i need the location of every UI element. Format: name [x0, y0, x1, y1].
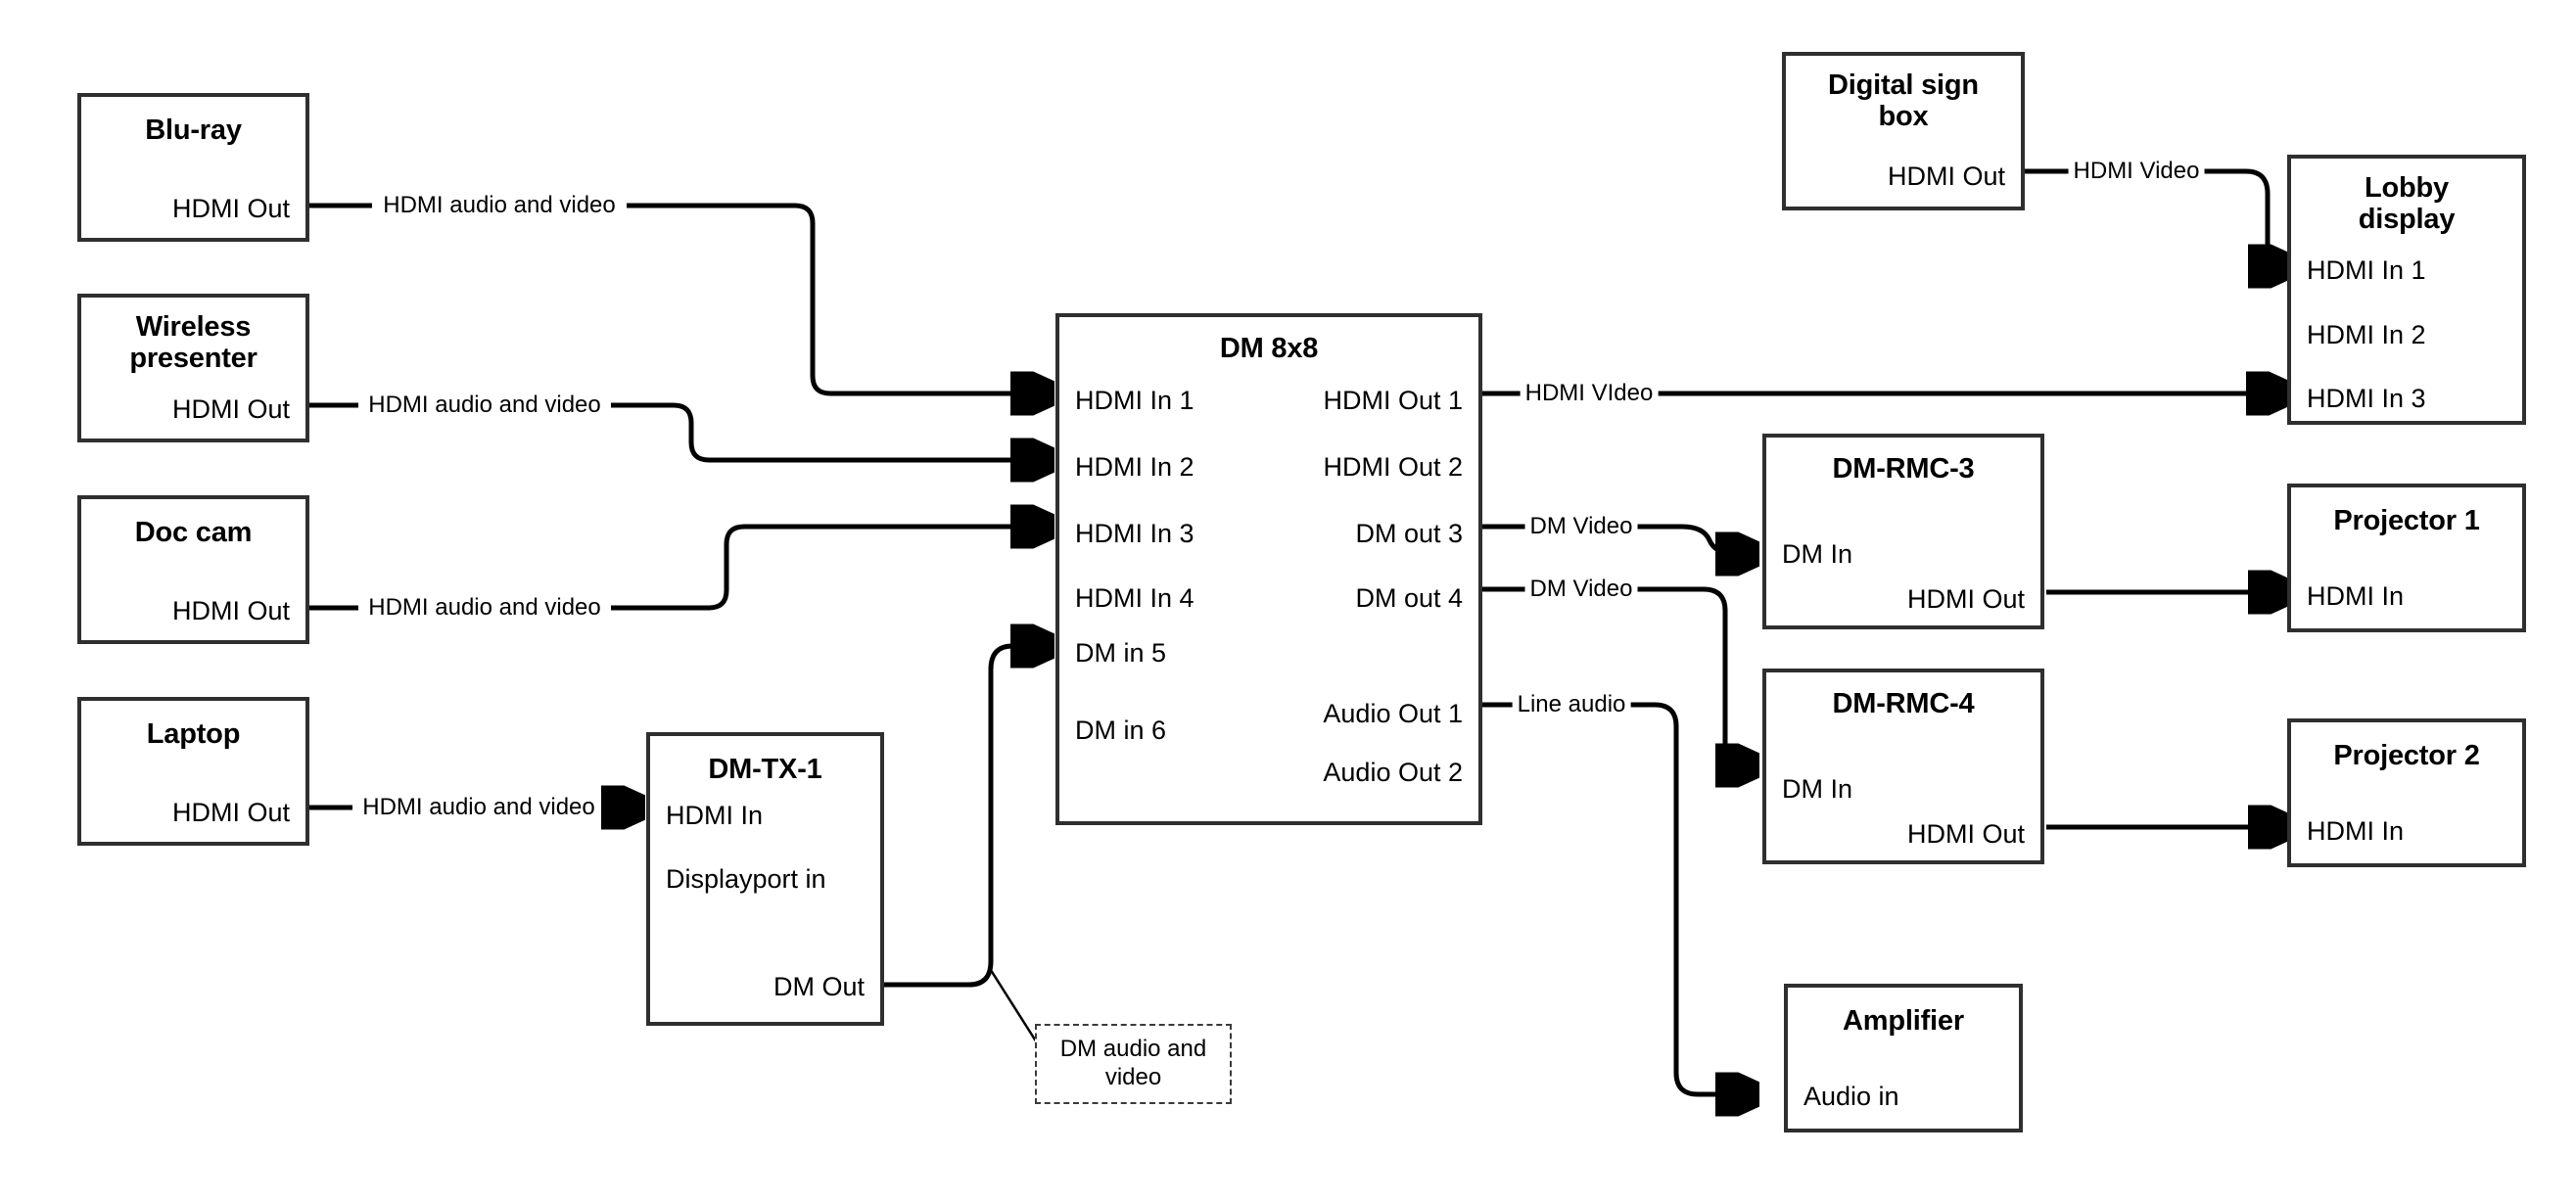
link-label-dm-out-4: DM Video [1524, 577, 1638, 601]
link-label-digital-sign: HDMI Video [2068, 160, 2205, 183]
link-label-doc-cam: HDMI audio and video [363, 596, 606, 620]
node-blu-ray[interactable]: Blu-ray HDMI Out [77, 93, 309, 242]
port-hdmi-in-3: HDMI In 3 [1075, 519, 1194, 548]
port-hdmi-out: HDMI Out [171, 394, 290, 424]
port-hdmi-out-2: HDMI Out 2 [1323, 452, 1463, 482]
node-title: DM 8x8 [1219, 333, 1319, 364]
node-dm-8x8[interactable]: DM 8x8 HDMI In 1 HDMI In 2 HDMI In 3 HDM… [1055, 313, 1482, 825]
port-dm-in-6: DM in 6 [1075, 716, 1167, 745]
node-title: Wireless presenter [129, 311, 258, 375]
node-title: Blu-ray [145, 115, 242, 146]
wire-audio-out-1-to-amplifier [1482, 702, 1753, 1094]
port-displayport-in: Displayport in [666, 864, 826, 894]
port-audio-in: Audio in [1803, 1082, 1899, 1111]
node-title: Laptop [146, 718, 241, 750]
port-hdmi-in: HDMI In [666, 801, 764, 830]
node-title: DM-RMC-3 [1832, 453, 1975, 485]
link-label-blu-ray: HDMI audio and video [378, 194, 621, 217]
port-hdmi-in-3: HDMI In 3 [2307, 384, 2426, 413]
port-hdmi-out: HDMI Out [1887, 162, 2005, 191]
node-wireless-presenter[interactable]: Wireless presenter HDMI Out [77, 294, 309, 442]
wire-digital-sign-to-lobby-in-1 [2025, 168, 2285, 266]
node-projector-2[interactable]: Projector 2 HDMI In [2287, 718, 2526, 867]
node-laptop[interactable]: Laptop HDMI Out [77, 697, 309, 846]
node-digital-sign-box[interactable]: Digital sign box HDMI Out [1782, 52, 2025, 210]
node-title: DM-RMC-4 [1832, 688, 1975, 719]
port-hdmi-out: HDMI Out [171, 596, 290, 625]
node-title: Digital sign box [1828, 69, 1979, 133]
link-label-hdmi-out-1: HDMI VIdeo [1520, 382, 1659, 405]
node-dm-rmc-4[interactable]: DM-RMC-4 DM In HDMI Out [1762, 669, 2044, 864]
link-label-laptop: HDMI audio and video [357, 796, 600, 819]
node-title: Lobby display [2358, 172, 2456, 236]
port-dm-out: DM Out [773, 972, 865, 1001]
node-lobby-display[interactable]: Lobby display HDMI In 1 HDMI In 2 HDMI I… [2287, 155, 2526, 425]
port-hdmi-out: HDMI Out [1906, 584, 2025, 614]
node-amplifier[interactable]: Amplifier Audio in [1784, 984, 2023, 1132]
node-doc-cam[interactable]: Doc cam HDMI Out [77, 495, 309, 644]
port-audio-out-1: Audio Out 1 [1323, 699, 1463, 728]
port-hdmi-out: HDMI Out [171, 798, 290, 827]
node-title: Projector 2 [2333, 740, 2480, 771]
port-dm-in: DM In [1782, 539, 1853, 569]
port-dm-out-3: DM out 3 [1355, 519, 1463, 548]
link-label-audio-out-1: Line audio [1512, 693, 1631, 716]
node-dm-rmc-3[interactable]: DM-RMC-3 DM In HDMI Out [1762, 434, 2044, 629]
wire-blu-ray-to-hdmi-in-1 [309, 203, 1048, 393]
node-dm-tx-1[interactable]: DM-TX-1 HDMI In Displayport in DM Out [646, 732, 884, 1026]
node-projector-1[interactable]: Projector 1 HDMI In [2287, 484, 2526, 632]
port-dm-out-4: DM out 4 [1355, 583, 1463, 613]
port-hdmi-out-1: HDMI Out 1 [1323, 386, 1463, 415]
node-title: Amplifier [1843, 1005, 1964, 1037]
port-hdmi-in-2: HDMI In 2 [1075, 452, 1194, 482]
port-hdmi-in: HDMI In [2307, 581, 2405, 611]
link-label-wireless-presenter: HDMI audio and video [363, 393, 606, 417]
port-hdmi-in-1: HDMI In 1 [1075, 386, 1194, 415]
port-hdmi-in-2: HDMI In 2 [2307, 320, 2426, 349]
annotation-text: DM audio and video [1059, 1036, 1207, 1090]
port-dm-in-5: DM in 5 [1075, 638, 1167, 668]
link-label-dm-out-3: DM Video [1524, 515, 1638, 538]
port-hdmi-in-4: HDMI In 4 [1075, 583, 1194, 613]
wire-dm-tx-1-to-dm-in-5 [884, 646, 1048, 988]
node-title: DM-TX-1 [708, 754, 822, 785]
port-hdmi-in: HDMI In [2307, 816, 2405, 846]
port-hdmi-out: HDMI Out [171, 194, 290, 223]
node-title: Projector 1 [2333, 505, 2480, 536]
wire-dm-out-4-to-dm-rmc-4 [1482, 586, 1753, 765]
node-title: Doc cam [134, 517, 253, 548]
annotation-dm-audio-and-video: DM audio and video [1035, 1024, 1232, 1104]
port-audio-out-2: Audio Out 2 [1323, 758, 1463, 787]
port-hdmi-out: HDMI Out [1906, 819, 2025, 849]
port-hdmi-in-1: HDMI In 1 [2307, 255, 2426, 285]
note-leader-line [987, 966, 1042, 1048]
port-dm-in: DM In [1782, 774, 1853, 804]
